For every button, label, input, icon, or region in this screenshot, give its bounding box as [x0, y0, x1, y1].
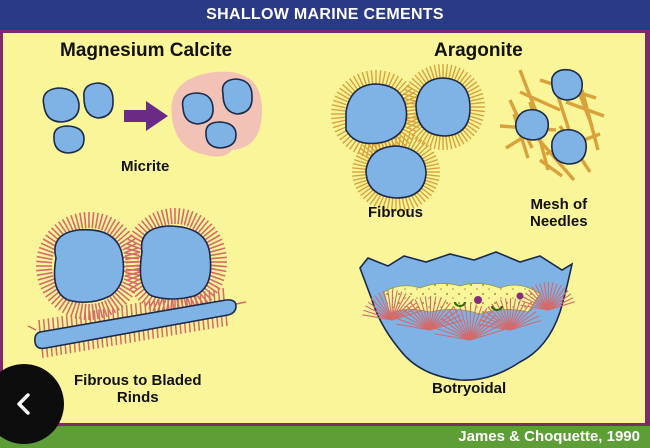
botryoidal-label: Botryoidal [432, 380, 507, 397]
fibrous-fringes [331, 64, 485, 212]
mesh-of-needles-line2: Needles [530, 213, 588, 230]
fibrous-to-bladed-rinds-label: Fibrous to Bladed Rinds [74, 372, 202, 406]
cement-illustrations [27, 64, 605, 381]
botryoidal-cement [359, 251, 575, 381]
footer-bar: James & Choquette, 1990 [0, 426, 650, 448]
rinds-label-line1: Fibrous to Bladed [74, 372, 202, 389]
fibrous-label: Fibrous [368, 204, 423, 221]
mesh-grains [515, 68, 588, 165]
micrite-grains-before [42, 82, 114, 154]
rinds-label-line2: Rinds [116, 389, 159, 406]
aragonite-heading: Aragonite [434, 40, 523, 61]
diagram-title: SHALLOW MARINE CEMENTS [0, 0, 650, 30]
rind-grains [34, 225, 237, 350]
botryoidal-fans [362, 281, 575, 341]
mesh-of-needles-line1: Mesh of [530, 196, 588, 213]
mesh-of-needles-label: Mesh of Needles [530, 196, 588, 230]
micrite-arrow [124, 101, 168, 131]
chevron-left-icon [17, 393, 30, 415]
magnesium-calcite-heading: Magnesium Calcite [60, 40, 233, 61]
source-credit: James & Choquette, 1990 [458, 428, 640, 445]
back-button[interactable] [0, 364, 64, 444]
fibrous-grains [345, 77, 471, 199]
micrite-label: Micrite [121, 158, 170, 175]
micrite-grains-after [171, 71, 262, 157]
